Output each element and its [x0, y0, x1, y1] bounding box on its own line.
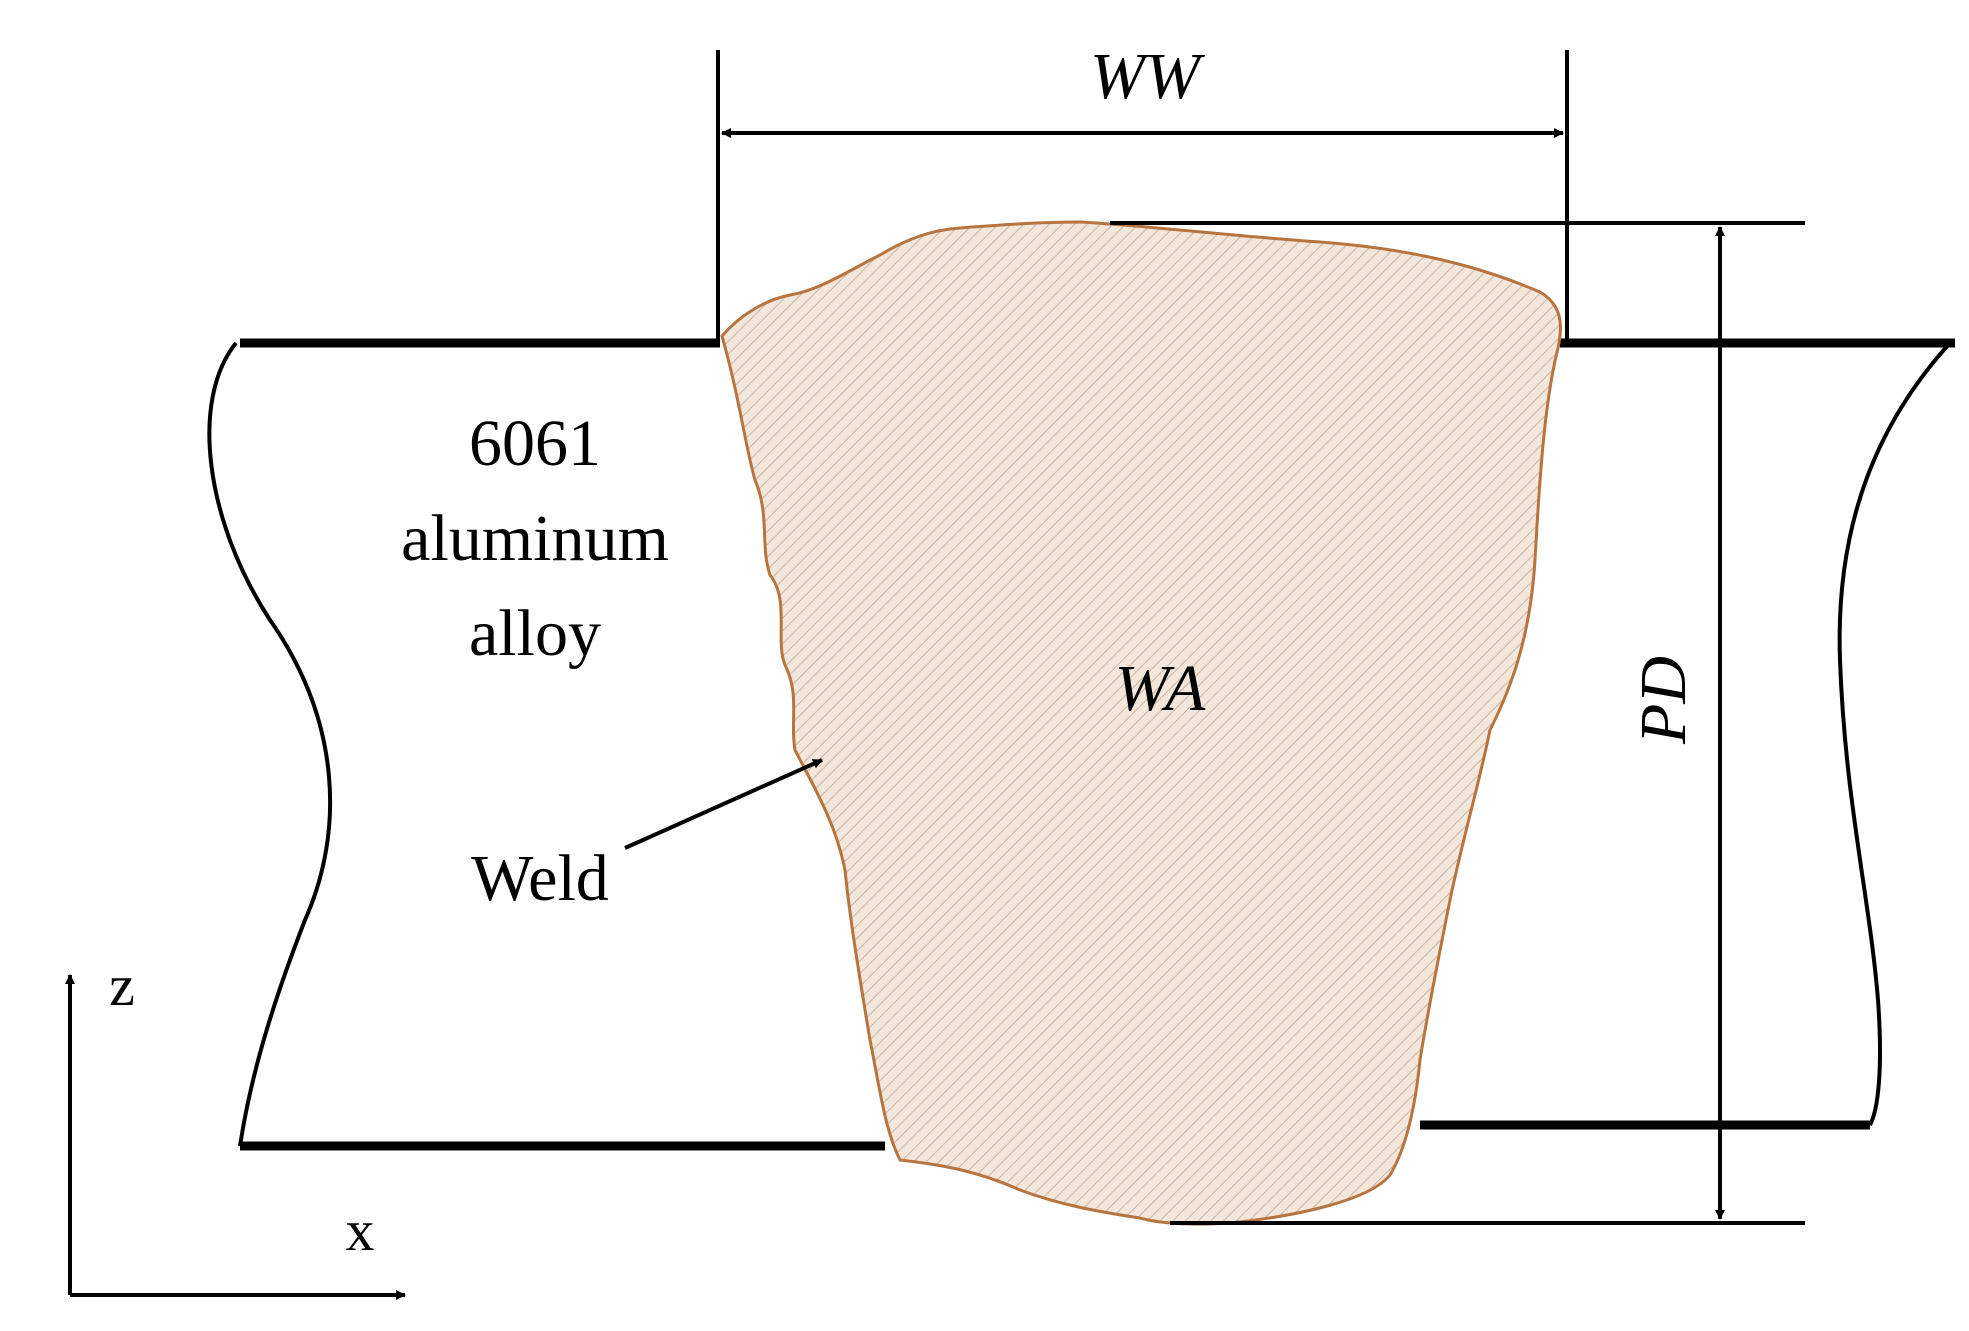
weld-pointer: Weld — [471, 758, 823, 915]
weld-width-dimension: WW — [716, 40, 1569, 343]
plate-left-break-line — [207, 341, 333, 1147]
plate-right-break-line — [1837, 341, 1952, 1126]
z-axis-label: z — [109, 953, 135, 1018]
coordinate-axes: z x — [65, 953, 406, 1300]
weld-area-label: WA — [1115, 652, 1206, 725]
weld-pointer-arrow — [624, 758, 823, 850]
aluminum-plate — [207, 338, 1955, 1151]
x-axis-label: x — [346, 1198, 375, 1263]
material-label-line2: aluminum — [401, 502, 669, 575]
material-label-line3: alloy — [469, 597, 601, 670]
material-label-line1: 6061 — [469, 407, 601, 480]
weld-pointer-label: Weld — [471, 842, 609, 915]
ww-label: WW — [1090, 40, 1205, 113]
pd-label: PD — [1627, 656, 1700, 745]
material-label: 6061 aluminum alloy — [401, 407, 669, 670]
penetration-depth-dimension: PD — [1110, 221, 1805, 1225]
